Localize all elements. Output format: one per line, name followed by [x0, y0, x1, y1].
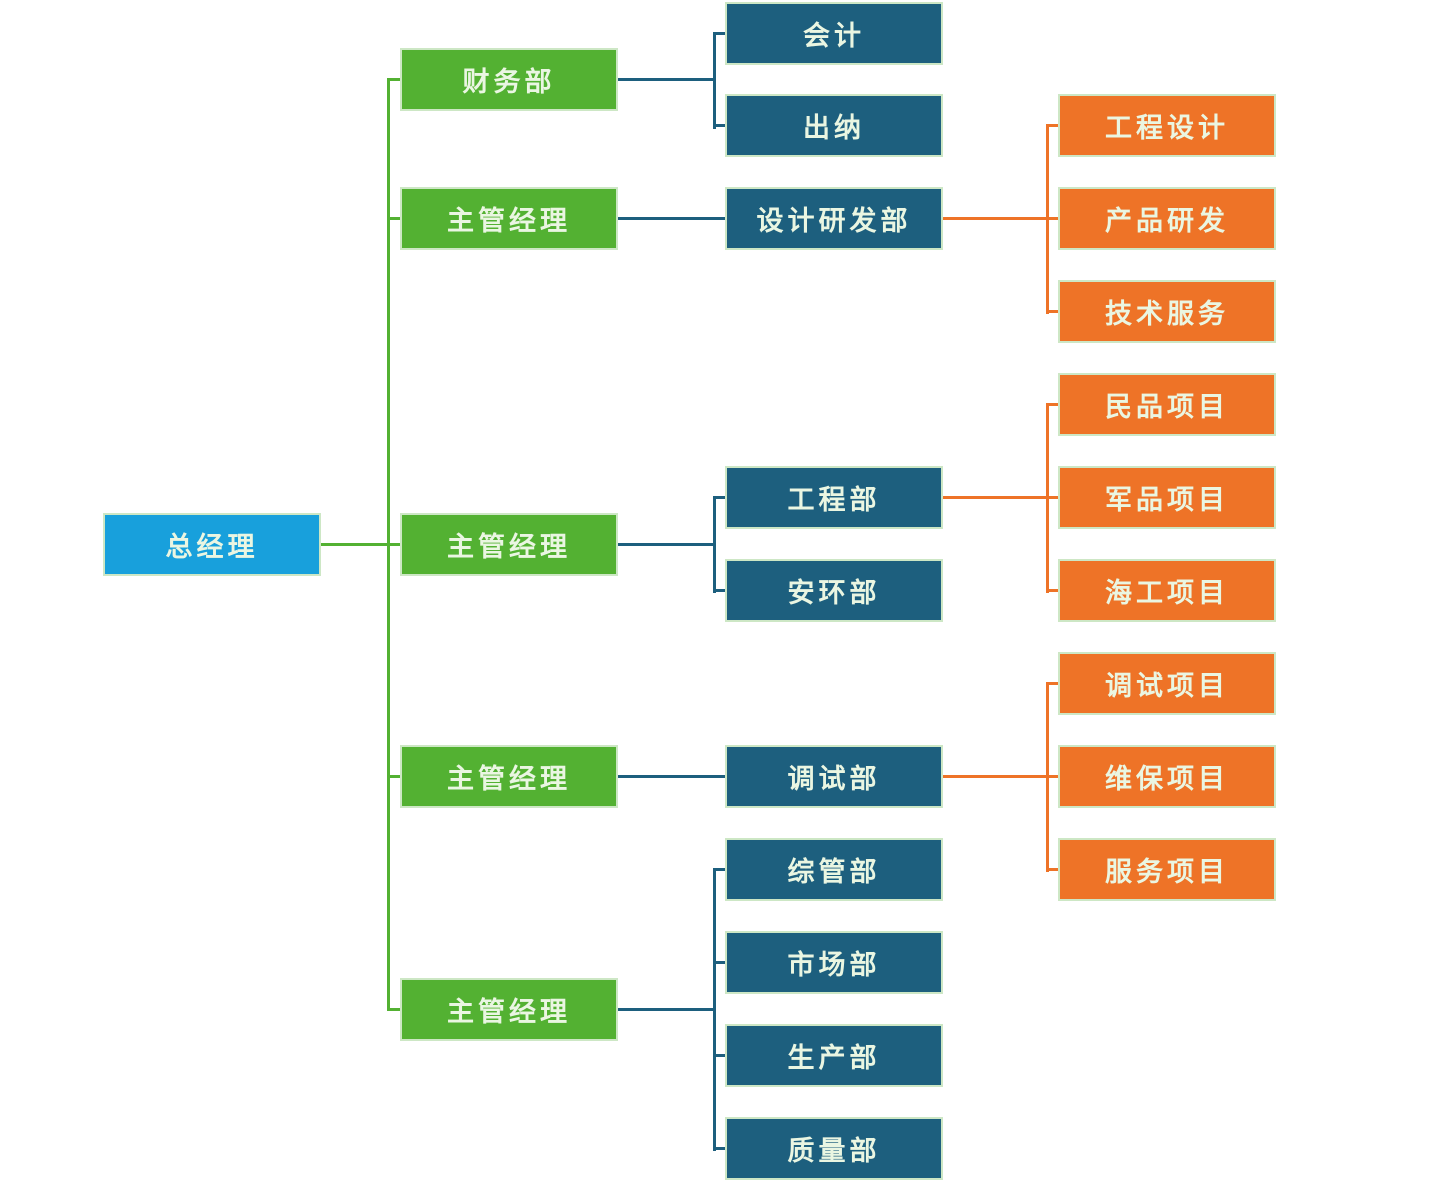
- node-manager-operations: 主管经理: [400, 978, 618, 1041]
- connector-stub-marketing-dept: [713, 961, 725, 964]
- node-commissioning-projects: 调试项目: [1058, 652, 1276, 715]
- connector-manager-commissioning-h: [617, 775, 725, 778]
- connector-stub-production-dept: [713, 1054, 725, 1057]
- connector-stub-manager-rd: [387, 217, 400, 220]
- connector-stub-commissioning-projects: [1046, 682, 1058, 685]
- connector-stub-engineering-dept: [713, 496, 725, 499]
- node-marketing-dept: 市场部: [725, 931, 943, 994]
- connector-stub-finance-dept: [387, 78, 400, 81]
- connector-stub-cashier: [713, 124, 725, 127]
- connector-design-rd-v: [1046, 124, 1049, 314]
- connector-stub-manager-commissioning: [387, 775, 400, 778]
- node-product-rd: 产品研发: [1058, 187, 1276, 250]
- node-safety-env-dept: 安环部: [725, 559, 943, 622]
- node-engineering-design: 工程设计: [1058, 94, 1276, 157]
- node-technical-service: 技术服务: [1058, 280, 1276, 343]
- node-manager-rd: 主管经理: [400, 187, 618, 250]
- node-quality-dept: 质量部: [725, 1117, 943, 1180]
- node-production-dept: 生产部: [725, 1024, 943, 1087]
- node-service-projects: 服务项目: [1058, 838, 1276, 901]
- node-accounting: 会计: [725, 2, 943, 65]
- connector-stub-civilian-projects: [1046, 403, 1058, 406]
- connector-stub-general-mgmt-dept: [713, 868, 725, 871]
- connector-stub-engineering-design: [1046, 124, 1058, 127]
- node-offshore-projects: 海工项目: [1058, 559, 1276, 622]
- connector-stub-technical-service: [1046, 310, 1058, 313]
- connector-stub-accounting: [713, 32, 725, 35]
- connector-commissioning-dept-v: [1046, 682, 1049, 872]
- connector-engineering-dept-v: [1046, 403, 1049, 593]
- connector-manager-operations-v: [713, 868, 716, 1151]
- connector-manager-rd-h: [617, 217, 725, 220]
- connector-manager-project-h: [617, 543, 716, 546]
- connector-stub-service-projects: [1046, 868, 1058, 871]
- connector-manager-operations-h: [617, 1008, 716, 1011]
- connector-manager-project-v: [713, 496, 716, 593]
- node-design-rd-dept: 设计研发部: [725, 187, 943, 250]
- node-civilian-projects: 民品项目: [1058, 373, 1276, 436]
- connector-root-to-trunk: [321, 543, 400, 546]
- node-cashier: 出纳: [725, 94, 943, 157]
- connector-stub-safety-env-dept: [713, 589, 725, 592]
- connector-commissioning-dept-h: [942, 775, 1058, 778]
- connector-design-rd-h: [942, 217, 1058, 220]
- node-manager-commissioning: 主管经理: [400, 745, 618, 808]
- connector-stub-quality-dept: [713, 1147, 725, 1150]
- node-manager-project: 主管经理: [400, 513, 618, 576]
- node-finance-dept: 财务部: [400, 48, 618, 111]
- node-military-projects: 军品项目: [1058, 466, 1276, 529]
- connector-stub-manager-operations: [387, 1008, 400, 1011]
- node-maintenance-projects: 维保项目: [1058, 745, 1276, 808]
- connector-stub-offshore-projects: [1046, 589, 1058, 592]
- node-commissioning-dept: 调试部: [725, 745, 943, 808]
- node-general-mgmt-dept: 综管部: [725, 838, 943, 901]
- connector-engineering-dept-h: [942, 496, 1058, 499]
- node-general-manager: 总经理: [103, 513, 321, 576]
- connector-finance-h: [617, 78, 716, 81]
- connector-root-trunk: [387, 78, 390, 1011]
- connector-finance-v: [713, 32, 716, 129]
- node-engineering-dept: 工程部: [725, 466, 943, 529]
